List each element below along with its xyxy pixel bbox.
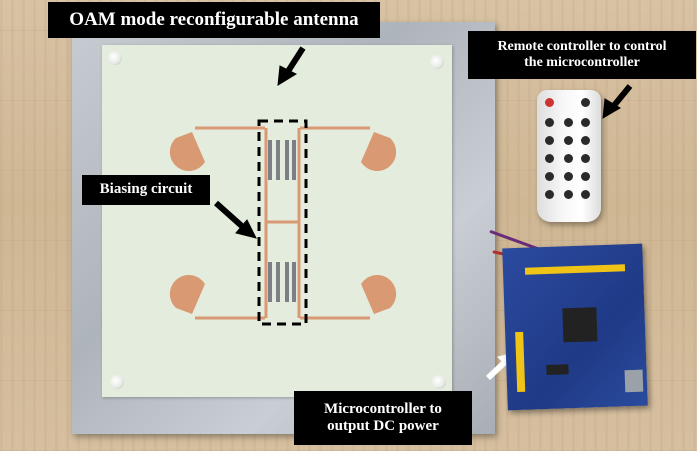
arrow-icon <box>485 359 508 381</box>
arrow-icon <box>609 84 633 110</box>
remote-button <box>581 172 590 181</box>
copper-patch <box>169 132 205 172</box>
mounting-post <box>432 375 446 389</box>
micro-label-line2: output DC power <box>327 418 439 434</box>
mounting-post <box>108 51 122 65</box>
remote-button <box>581 136 590 145</box>
remote-button <box>545 136 554 145</box>
remote-controller-label: Remote controller to control the microco… <box>468 31 696 79</box>
arrow-icon <box>214 200 246 231</box>
remote-button <box>564 118 573 127</box>
remote-button <box>581 98 590 107</box>
pin-header <box>524 264 626 275</box>
remote-button <box>564 172 573 181</box>
bias-component <box>292 140 296 180</box>
antenna-title-label: OAM mode reconfigurable antenna <box>48 2 380 38</box>
remote-button <box>564 154 573 163</box>
remote-button <box>581 118 590 127</box>
biasing-circuit-label: Biasing circuit <box>82 175 210 205</box>
arrow-icon <box>235 219 257 239</box>
bias-component <box>276 140 280 180</box>
remote-button <box>545 154 554 163</box>
usb-connector <box>624 369 644 393</box>
arrow-icon <box>602 98 621 119</box>
biasing-dashed-box <box>257 119 308 326</box>
copper-patch <box>169 274 205 314</box>
pin-header <box>515 331 526 393</box>
remote-button <box>564 190 573 199</box>
remote-button <box>545 118 554 127</box>
bias-component <box>285 140 289 180</box>
bias-component <box>268 140 272 180</box>
remote-controller <box>537 90 601 222</box>
title-text: OAM mode reconfigurable antenna <box>69 9 359 31</box>
bias-component <box>268 262 272 302</box>
copper-patch <box>361 132 397 172</box>
remote-label-line2: the microcontroller <box>524 55 640 70</box>
remote-button <box>564 136 573 145</box>
mounting-post <box>430 55 444 69</box>
remote-button <box>581 154 590 163</box>
biasing-label-text: Biasing circuit <box>99 181 193 198</box>
bias-component <box>276 262 280 302</box>
microcontroller-board <box>502 243 648 411</box>
bias-component <box>285 262 289 302</box>
ic-chip <box>546 364 569 376</box>
remote-button <box>545 172 554 181</box>
microcontroller-chip <box>562 307 598 343</box>
microcontroller-label: Microcontroller to output DC power <box>294 391 472 445</box>
micro-label-line1: Microcontroller to <box>324 400 442 417</box>
antenna-substrate-board <box>102 45 452 397</box>
copper-patch <box>361 274 397 314</box>
mounting-post <box>110 375 124 389</box>
remote-label-line1: Remote controller to control <box>497 38 667 54</box>
bias-component <box>292 262 296 302</box>
arrow-icon <box>277 65 298 86</box>
remote-button <box>545 190 554 199</box>
power-button <box>545 98 554 107</box>
remote-button <box>581 190 590 199</box>
